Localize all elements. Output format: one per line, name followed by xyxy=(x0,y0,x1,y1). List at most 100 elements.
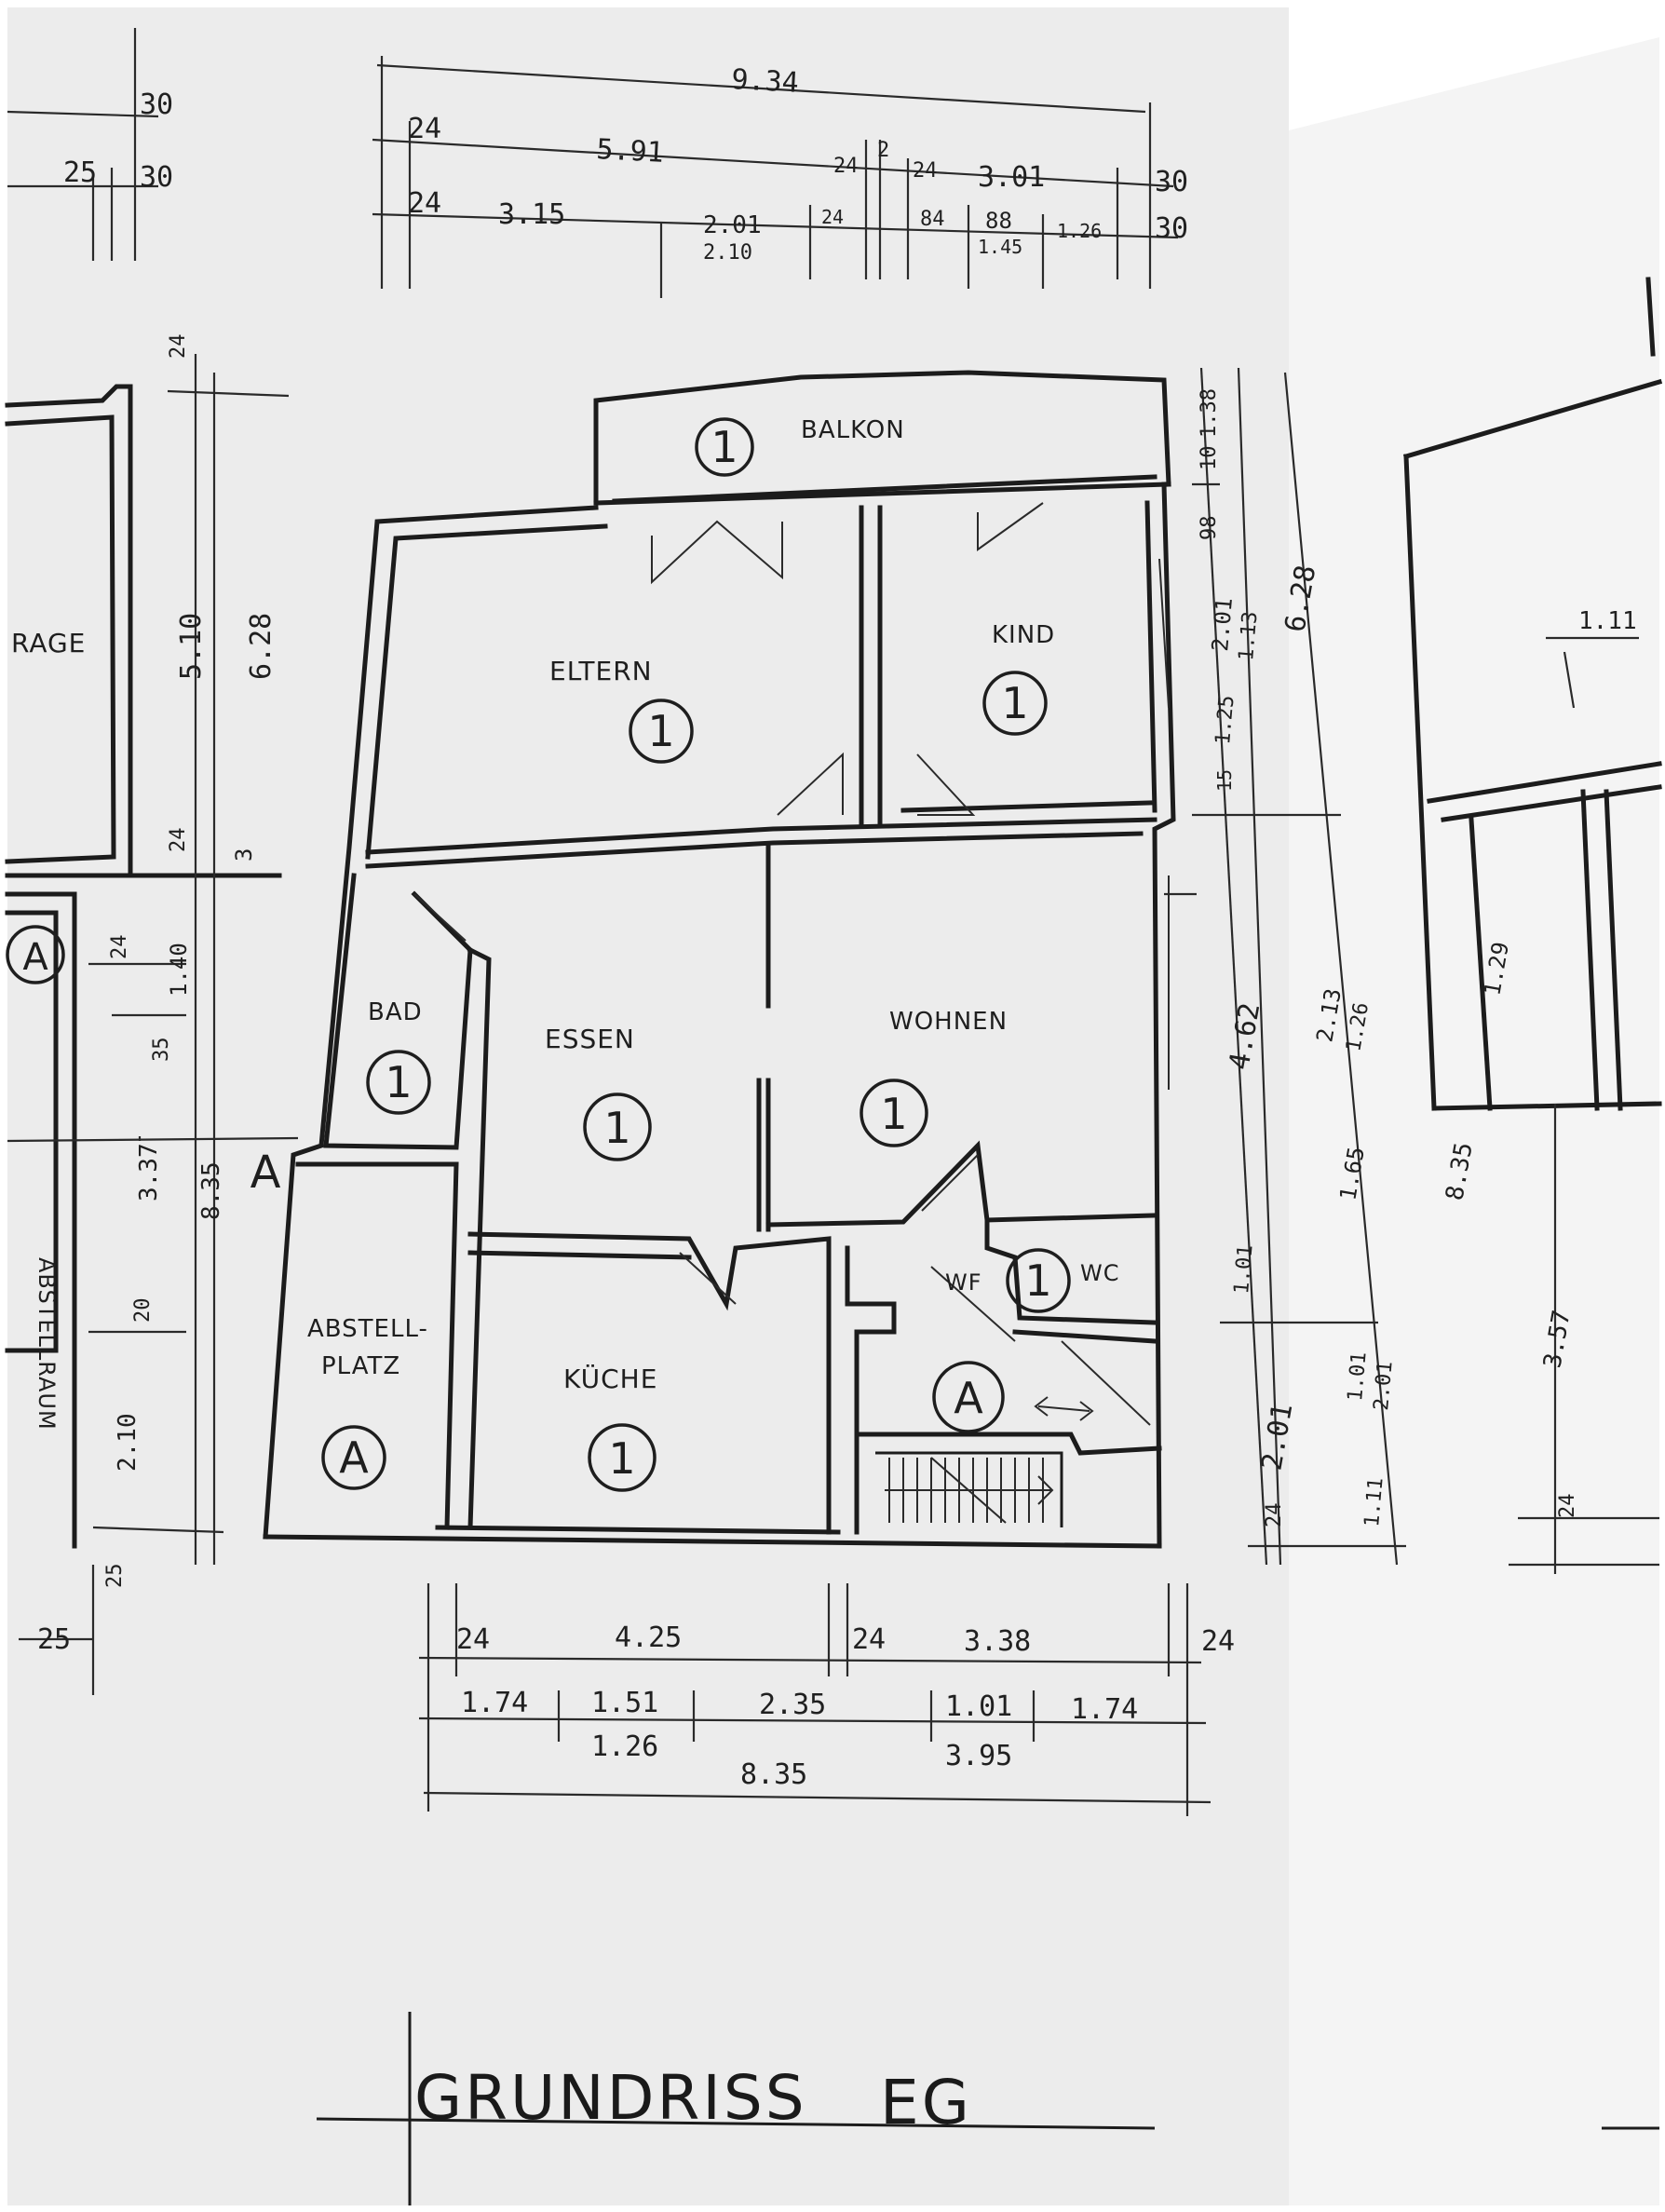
dim-bottom-r2-1: 1.51 xyxy=(591,1687,658,1719)
bottom-dimension-chains xyxy=(418,1583,1212,1816)
dim-bottom-r1-1: 4.25 xyxy=(615,1622,682,1654)
dim-bottom-r1-3: 3.38 xyxy=(964,1625,1031,1658)
dim-right-mid-6: 15 xyxy=(1213,769,1236,792)
dim-right-mid-0: 1.38 xyxy=(1198,388,1221,438)
unit-circle-wc xyxy=(1006,1248,1071,1313)
dim-top-r1-0: 24 xyxy=(408,113,441,145)
room-label-balkon: BALKON xyxy=(801,416,905,444)
room-label-eltern: ELTERN xyxy=(549,656,653,686)
door-swings xyxy=(413,502,1170,1426)
dim-left-0: 24 xyxy=(167,334,190,360)
dim-right-mid-11: 1.01 xyxy=(1344,1351,1372,1403)
dim-top-r1-5: 3.01 xyxy=(978,161,1045,194)
unit-number-essen: 1 xyxy=(603,1103,630,1153)
dim-far-right-0: 1.11 xyxy=(1578,607,1637,635)
section-marker-a: A xyxy=(250,1147,281,1199)
dim-top-r2-9: 1.45 xyxy=(978,236,1022,258)
unit-circle-kind xyxy=(982,671,1048,736)
drawing-floor: EG xyxy=(880,2067,972,2138)
building-walls xyxy=(263,370,1176,1549)
neighbor-unit-number: A xyxy=(22,936,48,979)
room-label-kind: KIND xyxy=(992,621,1055,649)
dim-right-outer-3: 24 xyxy=(1263,1503,1286,1528)
dim-left-stub-1: 25 xyxy=(63,156,97,189)
unit-number-kueche: 1 xyxy=(608,1433,635,1484)
dim-far-right-4: 24 xyxy=(1556,1494,1579,1519)
dim-left-5: 1.40 xyxy=(166,943,192,997)
paper-sheet xyxy=(7,7,1289,2205)
title-block-lines xyxy=(316,2012,1659,2205)
dim-bottom-r2-3: 2.35 xyxy=(759,1689,826,1721)
unit-number-kind: 1 xyxy=(1001,678,1028,728)
dim-top-r1-2: 2 xyxy=(877,139,889,162)
unit-number-balkon: 1 xyxy=(711,422,738,472)
dim-top-r2-7: 84 xyxy=(920,208,945,231)
dim-left-6: 24 xyxy=(108,935,131,960)
dim-left-stub-25: 25 xyxy=(37,1623,71,1656)
unit-number-treppenhaus: A xyxy=(954,1373,983,1423)
room-label-platz: PLATZ xyxy=(321,1352,400,1380)
left-neighbor-walls xyxy=(5,354,299,1695)
dim-left-12: 25 xyxy=(103,1564,127,1589)
dim-bottom-r1-2: 24 xyxy=(852,1623,886,1656)
unit-circle-eltern xyxy=(629,699,694,764)
dim-left-2: 6.28 xyxy=(245,613,278,680)
unit-circle-essen xyxy=(583,1092,652,1161)
dim-overall-top: 9.34 xyxy=(731,63,800,100)
right-dimension-chains xyxy=(1164,367,1406,1566)
dim-top-r2-8: 88 xyxy=(985,208,1012,234)
dim-bottom-r2-4: 1.01 xyxy=(945,1690,1012,1723)
paper-fold-right xyxy=(1289,37,1659,2205)
unit-number-wohnen: 1 xyxy=(880,1089,907,1139)
dim-left-10: 20 xyxy=(131,1298,155,1323)
dim-left-stub-2: 30 xyxy=(140,161,173,194)
dim-left-11: 2.10 xyxy=(114,1413,142,1472)
unit-number-eltern: 1 xyxy=(647,706,674,756)
unit-circle-treppenhaus xyxy=(932,1361,1005,1433)
dim-bottom-r2-6: 1.74 xyxy=(1071,1693,1138,1726)
dim-left-stub-0: 30 xyxy=(140,88,173,121)
dim-top-r2-11: 30 xyxy=(1155,212,1188,245)
room-label-kueche: KÜCHE xyxy=(563,1363,657,1394)
right-neighbor-walls xyxy=(1402,277,1663,1574)
dim-left-1: 5.10 xyxy=(175,613,208,680)
neighbor-garage-label: RAGE xyxy=(11,628,86,658)
dim-top-r2-1: 3.15 xyxy=(498,198,565,231)
stair-treads xyxy=(885,1457,1054,1524)
dim-top-r2-0: 24 xyxy=(408,187,441,220)
dim-top-r2-10: 1.26 xyxy=(1057,220,1102,242)
room-label-abstell: ABSTELL- xyxy=(307,1315,428,1343)
neighbor-unit-circle xyxy=(6,925,65,984)
neighbor-abstellraum-label: ABSTELLRAUM xyxy=(34,1257,60,1431)
dim-left-7: 35 xyxy=(150,1038,173,1063)
dim-left-8: 3.37 xyxy=(135,1143,163,1201)
dim-right-mid-12: 2.01 xyxy=(1370,1361,1398,1412)
dim-right-mid-2: 98 xyxy=(1198,516,1221,541)
unit-circle-bad xyxy=(366,1050,431,1115)
top-dimension-chains xyxy=(7,28,1179,298)
dim-top-r1-3: 24 xyxy=(833,155,859,178)
room-label-wohnen: WOHNEN xyxy=(889,1008,1008,1036)
unit-number-wc: 1 xyxy=(1024,1255,1051,1306)
room-label-wf: WF xyxy=(945,1269,982,1296)
dim-bottom-r1-0: 24 xyxy=(456,1623,490,1656)
dim-top-r2-3: 2.10 xyxy=(703,241,752,265)
drawing-title: GRUNDRISS xyxy=(414,2062,807,2134)
unit-circle-balkon xyxy=(695,417,754,477)
dim-bottom-overall: 8.35 xyxy=(740,1758,807,1791)
dim-bottom-r2-2: 1.26 xyxy=(591,1730,658,1763)
unit-circle-abstellplatz xyxy=(321,1425,386,1490)
dim-top-r1-1: 5.91 xyxy=(596,133,665,170)
dim-left-4: 24 xyxy=(167,828,190,853)
dim-bottom-r1-4: 24 xyxy=(1201,1625,1235,1658)
room-label-essen: ESSEN xyxy=(545,1024,635,1054)
unit-circle-wohnen xyxy=(860,1079,928,1147)
dim-top-r2-2: 2.01 xyxy=(703,211,762,239)
dim-right-mid-1: 10 xyxy=(1198,446,1221,471)
dim-left-3: 3 xyxy=(231,848,257,862)
dim-top-r1-6: 30 xyxy=(1155,166,1188,198)
dim-left-9: 8.35 xyxy=(197,1161,225,1220)
unit-circle-kueche xyxy=(588,1423,657,1492)
dim-top-r2-5: 24 xyxy=(821,206,844,228)
